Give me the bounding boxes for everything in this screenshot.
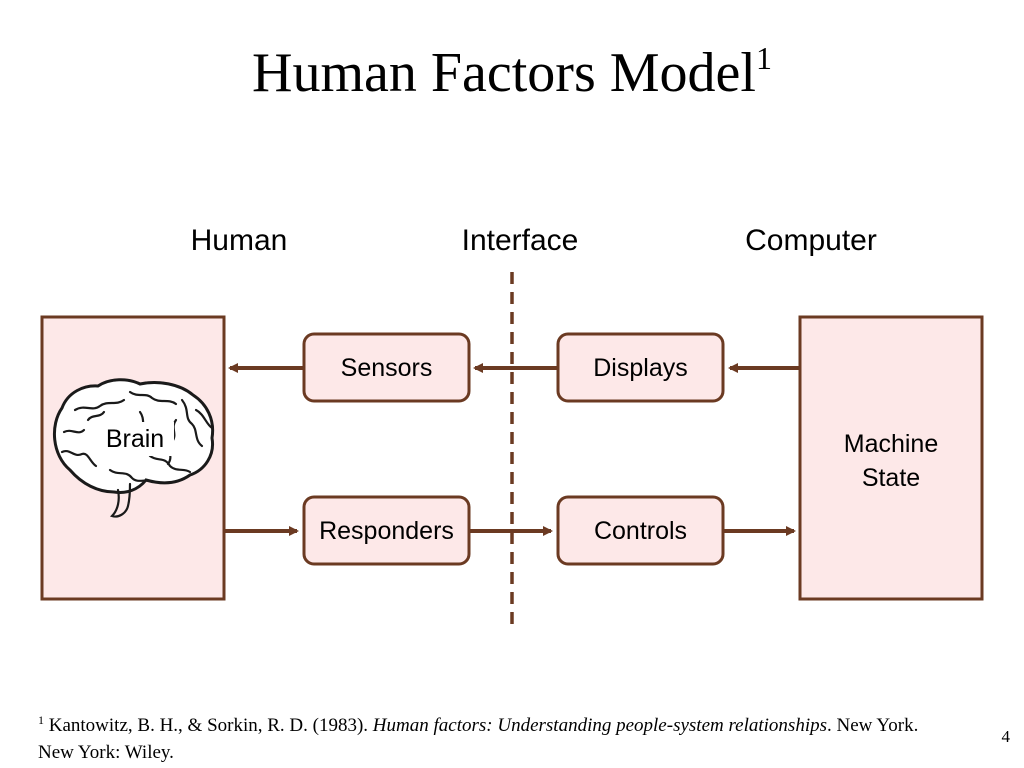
- citation-footnote: 1 Kantowitz, B. H., & Sorkin, R. D. (198…: [38, 712, 938, 766]
- machine-state-label-line2: State: [861, 464, 921, 492]
- slide-title-text: Human Factors Model: [252, 42, 756, 104]
- page-number: 4: [1001, 727, 1011, 746]
- column-label-computer: Computer: [745, 224, 877, 257]
- machine-state-label-line1: Machine: [843, 430, 939, 458]
- machine-state-box: [798, 315, 984, 601]
- footnote-marker: 1: [38, 713, 44, 727]
- title-footnote-marker: 1: [755, 40, 772, 76]
- slide-title: Human Factors Model1: [0, 38, 1024, 108]
- brain-label: Brain: [96, 422, 174, 456]
- footnote-authors: Kantowitz, B. H., & Sorkin, R. D. (1983)…: [48, 715, 369, 736]
- responders-label: Responders: [319, 517, 454, 545]
- controls-label: Controls: [593, 517, 688, 545]
- column-label-human: Human: [190, 224, 288, 257]
- footnote-book-title: Human factors: Understanding people-syst…: [372, 715, 827, 736]
- column-label-interface: Interface: [461, 224, 579, 257]
- footnote-publisher: . New York. New York: Wiley.: [38, 715, 919, 763]
- machine-state-label: Machine State: [800, 427, 982, 495]
- sensors-label: Sensors: [340, 354, 433, 382]
- displays-label: Displays: [593, 354, 688, 382]
